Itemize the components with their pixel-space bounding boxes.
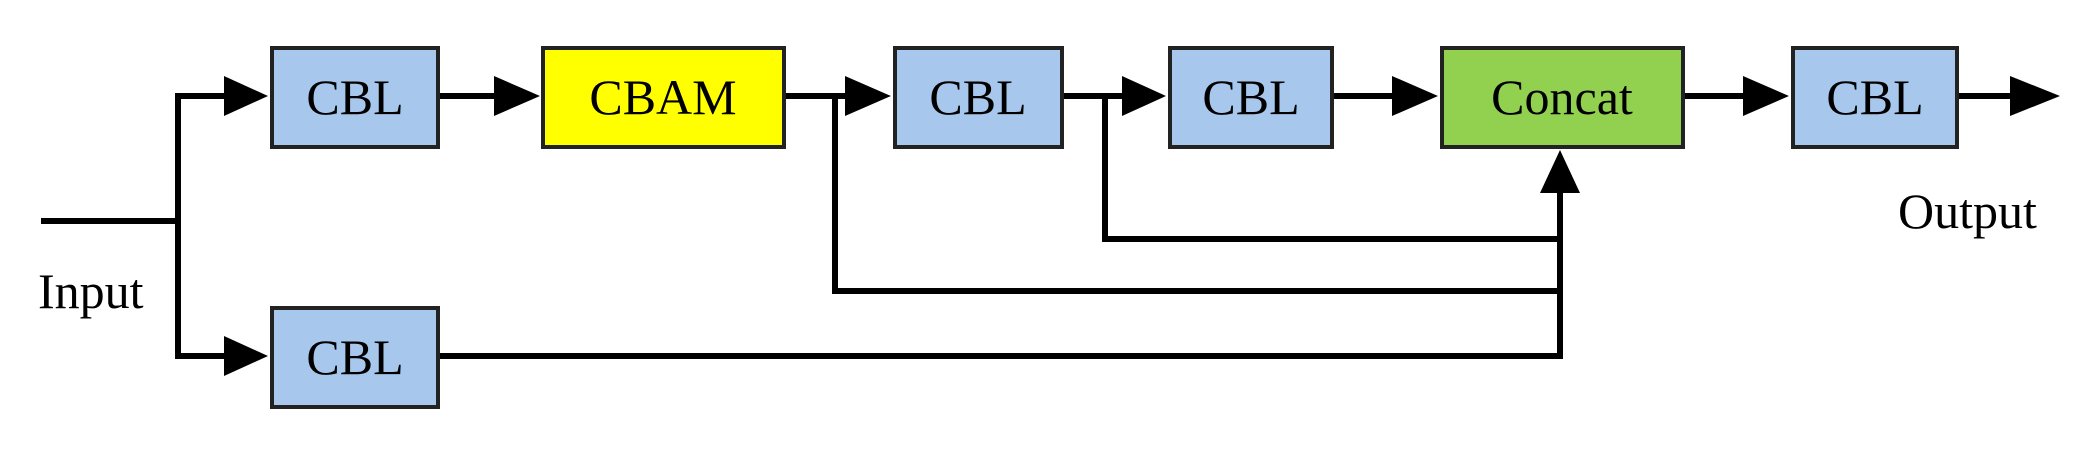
arrow-up-to-concat xyxy=(1540,150,1580,193)
cbl-block-1: CBL xyxy=(270,46,440,149)
cbl-block-3-label: CBL xyxy=(1202,69,1299,125)
cbl-block-3-rect xyxy=(1168,46,1334,149)
arrowheads xyxy=(224,76,2060,376)
cbl-block-1-label: CBL xyxy=(306,69,403,125)
arrow-to-cbl-3 xyxy=(1122,76,1166,116)
cbl-block-bottom-rect xyxy=(270,306,440,409)
cbl-block-bottom: CBL xyxy=(270,306,440,409)
arrow-to-cbl-out xyxy=(1743,76,1789,116)
cbl-block-out-label: CBL xyxy=(1826,69,1923,125)
connection-wires xyxy=(41,93,2013,359)
arrow-to-cbam xyxy=(494,76,540,116)
output-label: Output xyxy=(1898,183,2037,239)
cbam-block: CBAM xyxy=(541,46,786,149)
cbam-block-label: CBAM xyxy=(589,69,736,125)
cbl-block-3: CBL xyxy=(1168,46,1334,149)
cbl-block-2: CBL xyxy=(893,46,1064,149)
cbl-block-out-rect xyxy=(1791,46,1959,149)
arrow-to-cbl-bottom xyxy=(224,336,268,376)
cbl-block-out: CBL xyxy=(1791,46,1959,149)
skip-wire-cbam xyxy=(832,93,1563,294)
cbl-block-2-rect xyxy=(893,46,1064,149)
cbam-block-rect xyxy=(541,46,786,149)
concat-block-label: Concat xyxy=(1491,69,1633,125)
skip-wire-cbl-2 xyxy=(1102,93,1563,242)
cbl-block-bottom-label: CBL xyxy=(306,329,403,385)
arrow-output xyxy=(2010,76,2060,116)
arrow-to-cbl-2 xyxy=(845,76,891,116)
cbl-block-2-label: CBL xyxy=(929,69,1026,125)
input-label: Input xyxy=(38,263,144,319)
concat-block-rect xyxy=(1440,46,1685,149)
cbl-block-1-rect xyxy=(270,46,440,149)
arrow-to-cbl-1 xyxy=(224,76,268,116)
arrow-to-concat xyxy=(1392,76,1438,116)
concat-block: Concat xyxy=(1440,46,1685,149)
